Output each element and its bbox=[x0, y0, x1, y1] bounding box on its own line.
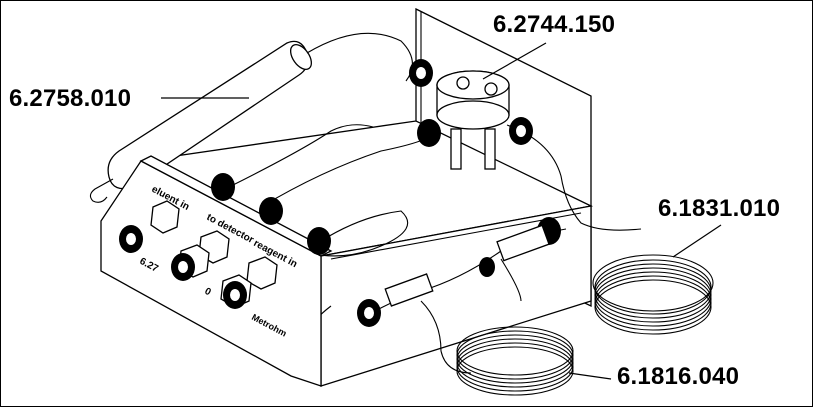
callout-label-valve: 6.2744.150 bbox=[493, 11, 616, 38]
column bbox=[89, 32, 413, 203]
coil-lower bbox=[456, 326, 574, 396]
fitting-nuts bbox=[119, 59, 561, 327]
callout-label-coil-upper: 6.1831.010 bbox=[658, 195, 781, 222]
inline-connectors bbox=[384, 224, 550, 307]
callout-label-column: 6.2758.010 bbox=[9, 85, 132, 112]
leader-line-coil-upper bbox=[672, 224, 722, 258]
panel-part-number-end: 0 bbox=[203, 286, 213, 299]
coil-upper bbox=[592, 254, 714, 335]
leader-line-coil-lower bbox=[568, 372, 612, 380]
leader-line-valve bbox=[482, 42, 547, 80]
valve bbox=[436, 70, 510, 170]
callout-label-coil-lower: 6.1816.040 bbox=[617, 363, 740, 390]
